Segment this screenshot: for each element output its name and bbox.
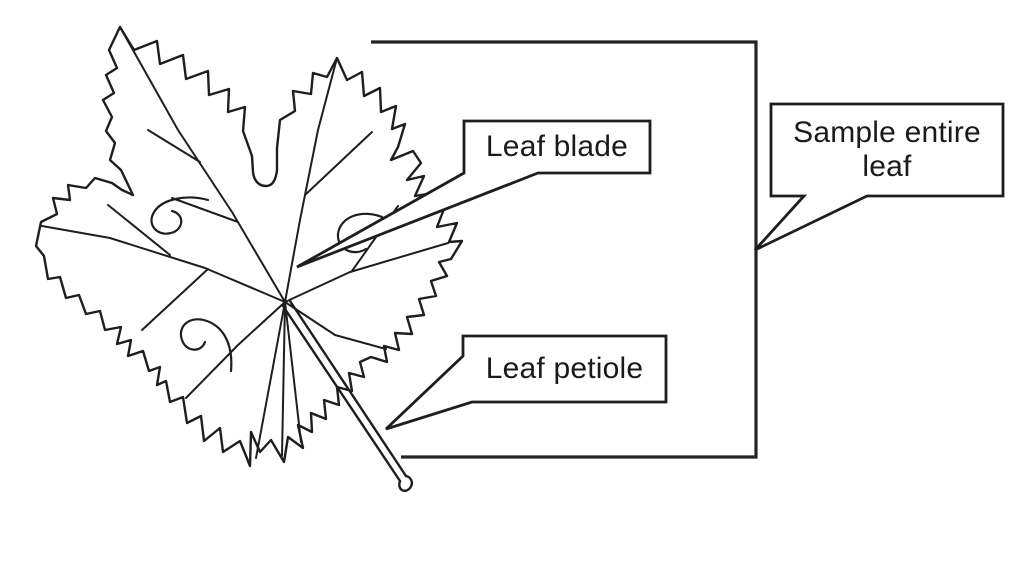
- petiole-line: [281, 304, 402, 483]
- petiole-tip-curl: [398, 474, 414, 492]
- petiole-line: [288, 299, 408, 478]
- leaf-outline: [34, 25, 464, 468]
- label-sample-entire-leaf: Sample entire leaf: [793, 115, 981, 184]
- leaf-petiole-drawing: [281, 299, 414, 492]
- leaf-vein: [141, 268, 209, 331]
- leaf-curl-detail: [336, 212, 384, 254]
- callout-shapes: [296, 102, 1005, 431]
- leaf-vein: [284, 301, 387, 350]
- leaf-vein: [284, 301, 302, 443]
- leaf-veins: [41, 26, 449, 459]
- callout-sample-entire-leaf-shape: [753, 102, 1005, 252]
- label-leaf-petiole: Leaf petiole: [485, 351, 644, 385]
- leaf-vein: [107, 204, 171, 256]
- label-leaf-blade: Leaf blade: [485, 129, 629, 163]
- leaf-illustration: [34, 25, 464, 492]
- leaf-vein: [284, 57, 338, 303]
- leaf-vein: [119, 26, 286, 303]
- callout-leaf-petiole-shape: [385, 334, 668, 431]
- leaf-vein: [284, 242, 449, 303]
- leaf-vein: [171, 197, 239, 223]
- leaf-vein: [41, 225, 286, 303]
- leaf-vein: [304, 131, 373, 196]
- leaf-vein: [255, 301, 286, 459]
- leaf-vein: [147, 129, 201, 163]
- leaf-vein: [281, 301, 286, 457]
- callout-leaf-blade-shape: [296, 119, 652, 269]
- leaf-curl-detail: [150, 196, 210, 235]
- leaf-vein: [185, 301, 286, 399]
- leaf-curl-details: [150, 196, 384, 373]
- leaf-curl-detail: [179, 318, 233, 373]
